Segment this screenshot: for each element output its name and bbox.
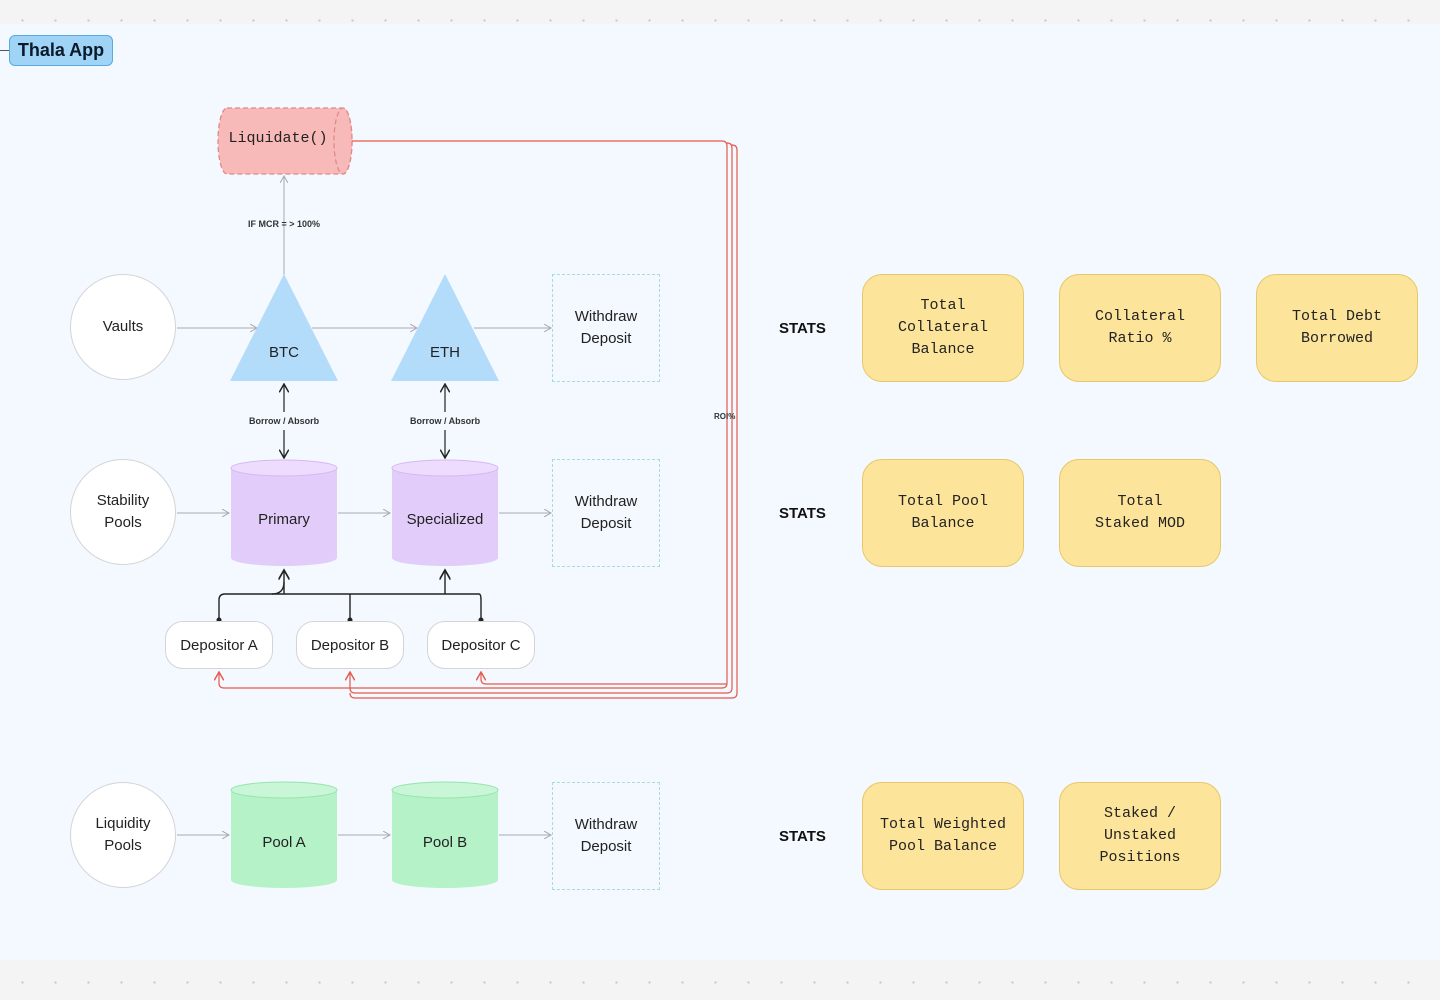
stat-card-text-line: Positions	[1099, 849, 1181, 866]
btc-triangle[interactable]	[230, 274, 338, 381]
stat-card-text-line: Collateral	[1094, 308, 1185, 325]
liquidity-label-line2: Pools	[104, 837, 142, 854]
btc-label: BTC	[269, 344, 299, 361]
depositor-b[interactable]: Depositor B	[296, 621, 404, 669]
specialized-label: Specialized	[406, 511, 484, 528]
stat-card-text-line: Collateral	[897, 319, 988, 336]
btc-borrow-absorb-label: Borrow / Absorb	[249, 416, 320, 426]
liquidate-label: Liquidate()	[228, 130, 328, 147]
eth-label: ETH	[430, 344, 460, 361]
stat-card-text-line: Balance	[911, 341, 975, 358]
stat-card-text-line: Total	[1117, 493, 1163, 510]
stats-label-row3: STATS	[779, 828, 826, 845]
stability-label-line1: Stability	[96, 492, 150, 509]
stat-card-text-line: Balance	[911, 515, 975, 532]
stats-label-row1: STATS	[779, 320, 826, 337]
deposit-label: Deposit	[580, 515, 632, 532]
depositor-c[interactable]: Depositor C	[427, 621, 535, 669]
stat-card-text-line: Staked /	[1103, 805, 1176, 822]
withdraw-label: Withdraw	[574, 816, 638, 833]
roi-label: ROI%	[714, 412, 736, 421]
stat-card-text-line: Total Weighted	[879, 816, 1007, 833]
eth-triangle[interactable]	[391, 274, 499, 381]
pool-a-cylinder[interactable]	[230, 781, 338, 888]
stat-card-text-line: Staked MOD	[1094, 515, 1185, 532]
primary-label: Primary	[258, 511, 310, 528]
specialized-cylinder[interactable]	[391, 459, 499, 566]
pool-b-cylinder[interactable]	[391, 781, 499, 888]
deposit-label: Deposit	[580, 330, 632, 347]
liquidate-node[interactable]	[217, 107, 353, 175]
vaults-label: Vaults	[102, 318, 144, 335]
canvas-grid-bottom	[0, 962, 1440, 1000]
stat-card-text-line: Ratio %	[1108, 330, 1172, 347]
eth-borrow-absorb-label: Borrow / Absorb	[410, 416, 481, 426]
stat-card-text-line: Borrowed	[1300, 330, 1373, 347]
stat-card-text-line: Total	[920, 297, 966, 314]
withdraw-label: Withdraw	[574, 493, 638, 510]
stats-label-row2: STATS	[779, 505, 826, 522]
depositor-a[interactable]: Depositor A	[165, 621, 273, 669]
stability-label-line2: Pools	[104, 514, 142, 531]
stat-card-text-line: Pool Balance	[888, 838, 998, 855]
liquidate-condition: IF MCR = > 100%	[248, 219, 321, 229]
frame-title[interactable]: Thala App	[9, 35, 113, 66]
depositor-connectors	[218, 570, 482, 620]
stat-card-text-line: Total Pool	[897, 493, 988, 510]
canvas-grid-top	[0, 0, 1440, 24]
frame-connector	[0, 50, 9, 51]
liquidity-label-line1: Liquidity	[95, 815, 151, 832]
withdraw-label: Withdraw	[574, 308, 638, 325]
pool-a-label: Pool A	[262, 834, 306, 851]
vaults-node[interactable]: Vaults	[70, 274, 176, 380]
deposit-label: Deposit	[580, 838, 632, 855]
pool-b-label: Pool B	[422, 834, 468, 851]
primary-cylinder[interactable]	[230, 459, 338, 566]
stat-card-text-line: Unstaked	[1103, 827, 1176, 844]
stat-card-text-line: Total Debt	[1291, 308, 1382, 325]
roi-edges	[219, 140, 738, 699]
